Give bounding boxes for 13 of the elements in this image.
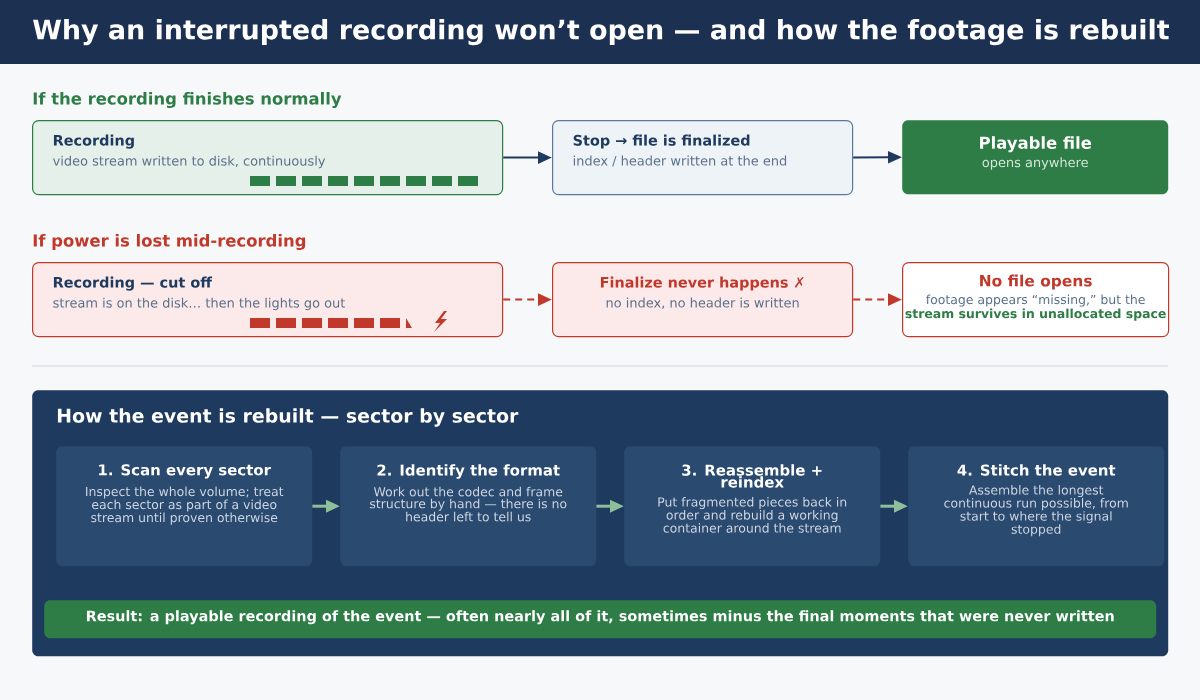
step-box: 2. Identify the format Work out the codec and frame structure by hand — there is no header left to tell us — [340, 446, 597, 567]
step-box: 3. Reassemble + reindex Put fragmented pieces back in order and rebuild a working container around the stream — [624, 446, 881, 567]
step-box: 4. Stitch the event Assemble the longest continuous run possible, from start to where the signal stopped — [908, 446, 1165, 567]
title-bar: Why an interrupted recording won’t open — and how the footage is rebuilt — [0, 0, 1200, 64]
process-box: Recording — cut off stream is on the disk… then the lights go out — [32, 262, 504, 338]
result-box: Playable file opens anywhere — [902, 120, 1169, 195]
section-heading: If power is lost mid-recording — [33, 234, 306, 250]
process-box: Finalize never happens ✗ no index, no header is written — [552, 262, 854, 338]
process-box: Recording video stream written to disk, continuously — [32, 120, 504, 196]
process-box: Stop → file is finalized index / header written at the end — [552, 120, 854, 196]
result-box: No file opens footage appears “missing,” but the stream survives in unallocated space — [902, 262, 1170, 338]
step-box: 1. Scan every sector Inspect the whole volume; treat each sector as part of a video stream until proven otherwise — [56, 446, 313, 567]
result-banner: Result: a playable recording of the event — often nearly all of it, sometimes minus the final moments that were never written — [44, 600, 1157, 639]
